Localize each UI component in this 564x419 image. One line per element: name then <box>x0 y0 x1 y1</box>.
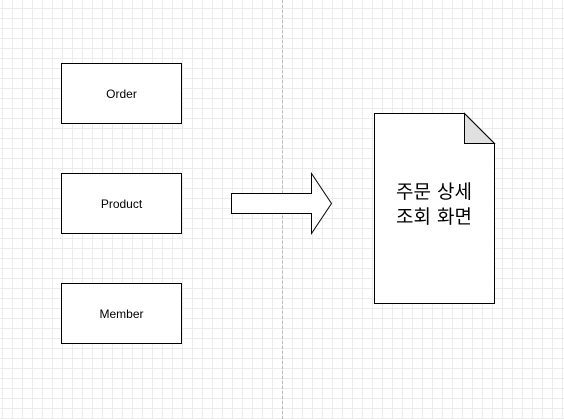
document-label-line-1: 주문 상세 <box>396 181 472 203</box>
document-label: 주문 상세 조회 화면 <box>374 180 494 230</box>
product-box[interactable]: Product <box>61 173 182 234</box>
order-box-label: Order <box>106 86 137 101</box>
document-shape[interactable] <box>374 112 496 304</box>
document-label-line-2: 조회 화면 <box>396 206 472 228</box>
member-box-label: Member <box>99 306 144 321</box>
order-box[interactable]: Order <box>61 63 182 124</box>
right-arrow-shape[interactable] <box>231 171 333 236</box>
product-box-label: Product <box>100 196 143 211</box>
member-box[interactable]: Member <box>61 283 182 344</box>
document-fold-corner <box>464 112 496 144</box>
